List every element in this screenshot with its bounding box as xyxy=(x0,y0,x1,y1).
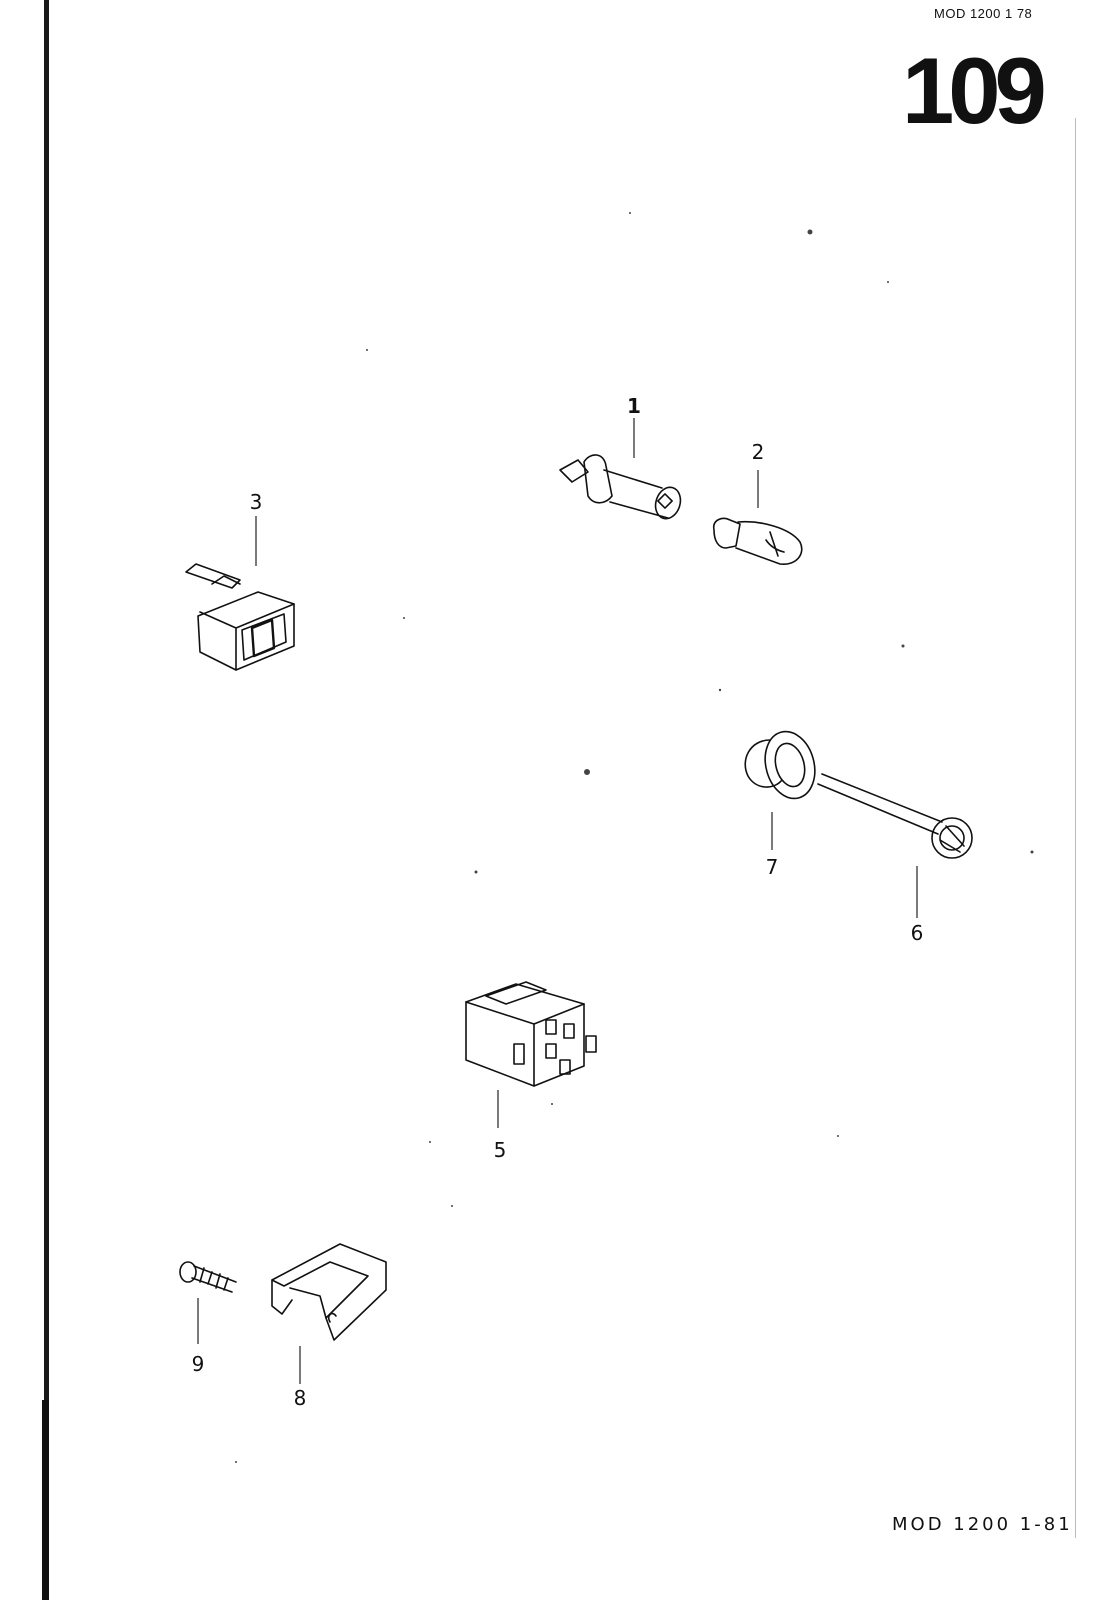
callout-9: 9 xyxy=(191,1352,205,1376)
part-2-bulb xyxy=(712,470,803,565)
part-9-screw xyxy=(179,1261,237,1344)
callout-2: 2 xyxy=(751,440,765,464)
part-5-relay xyxy=(465,981,597,1128)
callout-6: 6 xyxy=(910,921,924,945)
right-margin-rule xyxy=(1075,118,1076,1538)
part-7-grommet xyxy=(744,730,816,850)
part-6-sensor xyxy=(817,773,973,918)
part-1-lamp-holder xyxy=(559,418,682,520)
header-model-code: MOD 1200 1 78 xyxy=(934,6,1033,21)
footer-model-code: MOD 1200 1-81 xyxy=(892,1514,1073,1535)
plate-number: 109 xyxy=(902,38,1047,143)
page-binding-edge-lower xyxy=(42,1400,49,1600)
callout-8: 8 xyxy=(293,1386,307,1410)
part-3-rocker-switch xyxy=(185,516,295,671)
part-8-bracket xyxy=(271,1243,387,1384)
callout-3: 3 xyxy=(249,490,263,514)
callout-7: 7 xyxy=(765,855,779,879)
callout-5: 5 xyxy=(493,1138,507,1162)
callout-1: 1 xyxy=(627,394,641,418)
page-binding-edge xyxy=(44,0,49,1600)
scan-specks xyxy=(235,212,1034,1463)
